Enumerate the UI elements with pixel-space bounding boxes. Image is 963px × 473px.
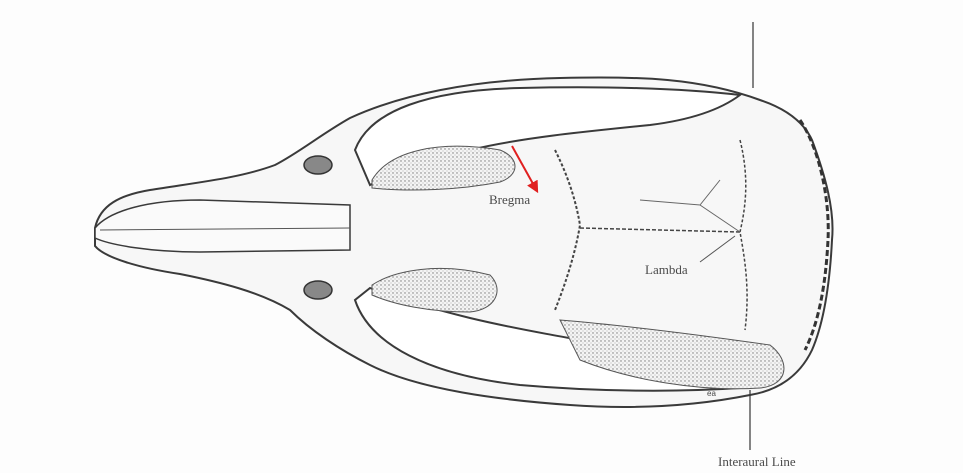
bregma-label: Bregma bbox=[489, 193, 530, 206]
lower-nasal-foramen bbox=[304, 281, 332, 299]
small-mark-label: ea bbox=[707, 390, 716, 398]
upper-nasal-foramen bbox=[304, 156, 332, 174]
snout bbox=[95, 200, 350, 252]
lambda-label: Lambda bbox=[645, 263, 688, 276]
interaural-line-label: Interaural Line bbox=[718, 455, 796, 468]
